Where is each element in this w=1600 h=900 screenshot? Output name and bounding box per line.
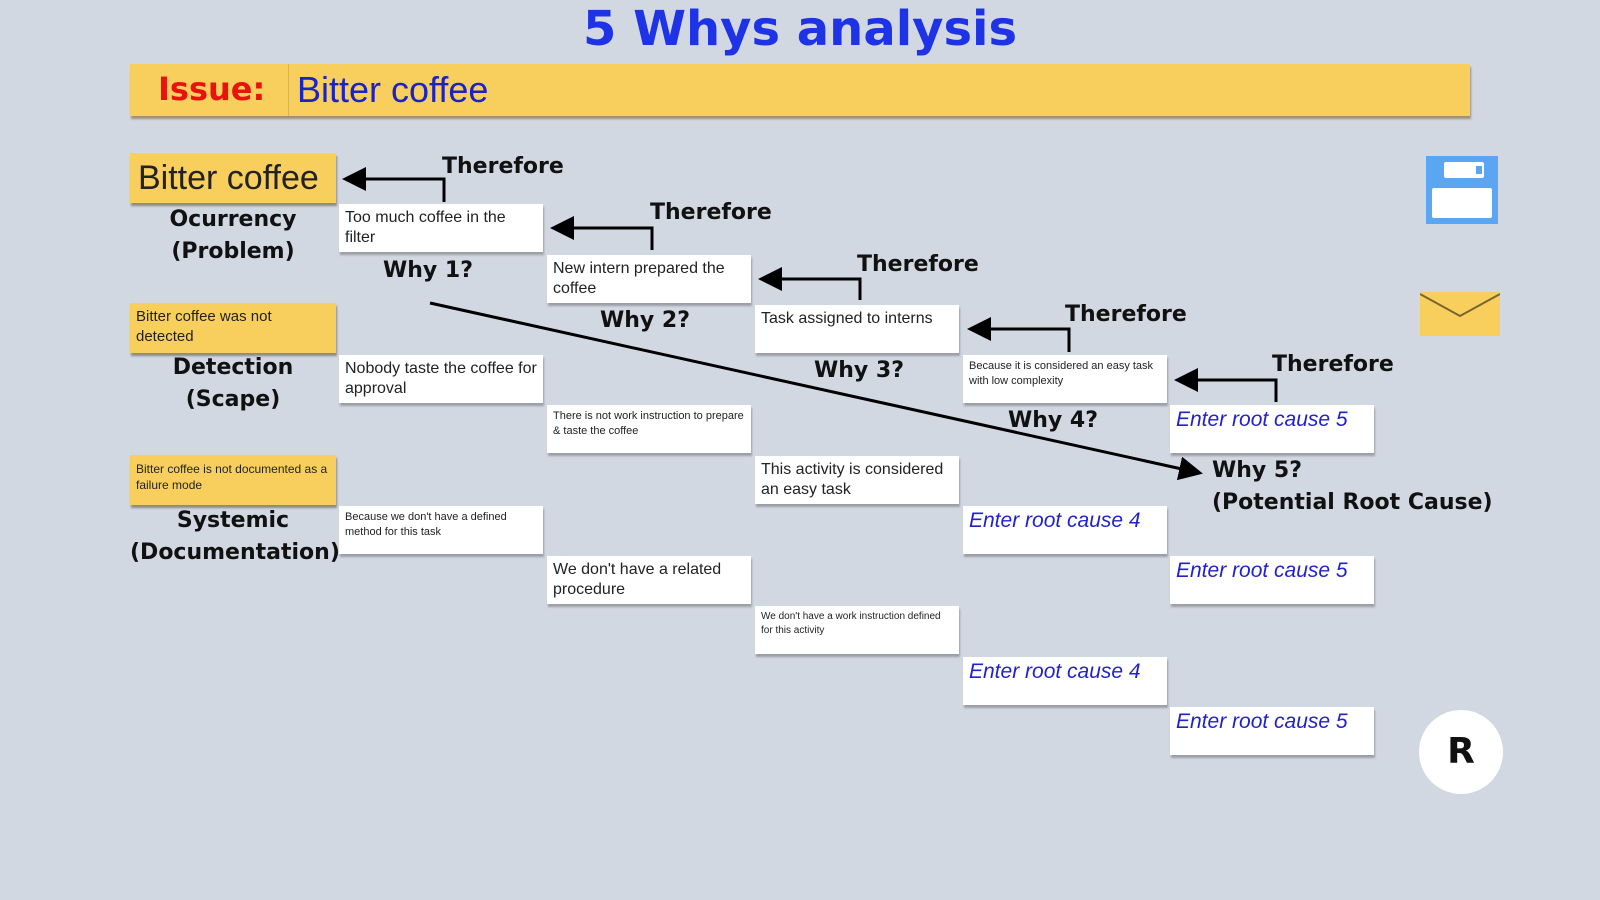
category-sub: (Documentation) (130, 540, 340, 565)
why-label-4: Why 4? (1008, 408, 1098, 433)
why-box-r3-c3[interactable]: We don't have a work instruction defined… (755, 606, 959, 654)
save-button[interactable] (1426, 156, 1498, 224)
mail-button[interactable] (1419, 292, 1501, 336)
why-box-r2-c1[interactable]: Nobody taste the coffee for approval (339, 355, 543, 403)
why-box-r3-c1[interactable]: Because we don't have a defined method f… (339, 506, 543, 554)
reset-button[interactable]: R (1419, 710, 1503, 794)
systemic-box[interactable]: Bitter coffee is not documented as a fai… (130, 455, 336, 505)
why-label-1: Why 1? (383, 258, 473, 283)
why-box-r1-c3[interactable]: Task assigned to interns (755, 305, 959, 353)
why-box-r2-c4[interactable]: Enter root cause 4 (963, 506, 1167, 554)
therefore-label-1: Therefore (442, 154, 564, 179)
page-title: 5 Whys analysis (582, 1, 1018, 57)
why-box-r3-c2[interactable]: We don't have a related procedure (547, 556, 751, 604)
category-detection: Detection (Scape) (130, 352, 336, 416)
why-box-r1-c2[interactable]: New intern prepared the coffee (547, 255, 751, 303)
therefore-label-2: Therefore (650, 200, 772, 225)
why-box-r1-c4[interactable]: Because it is considered an easy task wi… (963, 355, 1167, 403)
why-box-r2-c3[interactable]: This activity is considered an easy task (755, 456, 959, 504)
category-name: Detection (172, 355, 294, 380)
why-label-3: Why 3? (814, 358, 904, 383)
why-label-2: Why 2? (600, 308, 690, 333)
category-name: Systemic (176, 508, 290, 533)
therefore-label-4: Therefore (1065, 302, 1187, 327)
why-box-r1-c1[interactable]: Too much coffee in the filter (339, 204, 543, 252)
root-cause-diagonal-arrow (429, 301, 1203, 481)
why-box-r1-c5[interactable]: Enter root cause 5 (1170, 405, 1374, 453)
therefore-label-5: Therefore (1272, 352, 1394, 377)
why-box-r2-c2[interactable]: There is not work instruction to prepare… (547, 405, 751, 453)
therefore-arrow-2 (550, 216, 654, 250)
reset-label: R (1447, 731, 1475, 772)
why-label-5: Why 5? (1212, 458, 1302, 483)
category-name: Ocurrency (169, 207, 297, 232)
why-box-r3-c5[interactable]: Enter root cause 5 (1170, 707, 1374, 755)
category-systemic: Systemic (Documentation) (130, 505, 340, 569)
category-ocurrency: Ocurrency (Problem) (130, 204, 336, 268)
issue-label: Issue: (158, 70, 266, 108)
detection-box[interactable]: Bitter coffee was not detected (130, 303, 336, 353)
category-sub: (Scape) (185, 387, 281, 412)
issue-input[interactable]: Bitter coffee (288, 64, 488, 116)
root-cause-label: (Potential Root Cause) (1212, 490, 1493, 515)
category-sub: (Problem) (171, 239, 295, 264)
therefore-label-3: Therefore (857, 252, 979, 277)
therefore-arrow-1 (342, 167, 446, 202)
mail-icon (1419, 292, 1501, 336)
why-box-r3-c4[interactable]: Enter root cause 4 (963, 657, 1167, 705)
therefore-arrow-4 (967, 317, 1071, 352)
therefore-arrow-3 (758, 267, 862, 300)
therefore-arrow-5 (1174, 368, 1278, 402)
issue-bar: Issue: Bitter coffee (130, 64, 1470, 116)
problem-box[interactable]: Bitter coffee (130, 153, 336, 203)
why-box-r2-c5[interactable]: Enter root cause 5 (1170, 556, 1374, 604)
